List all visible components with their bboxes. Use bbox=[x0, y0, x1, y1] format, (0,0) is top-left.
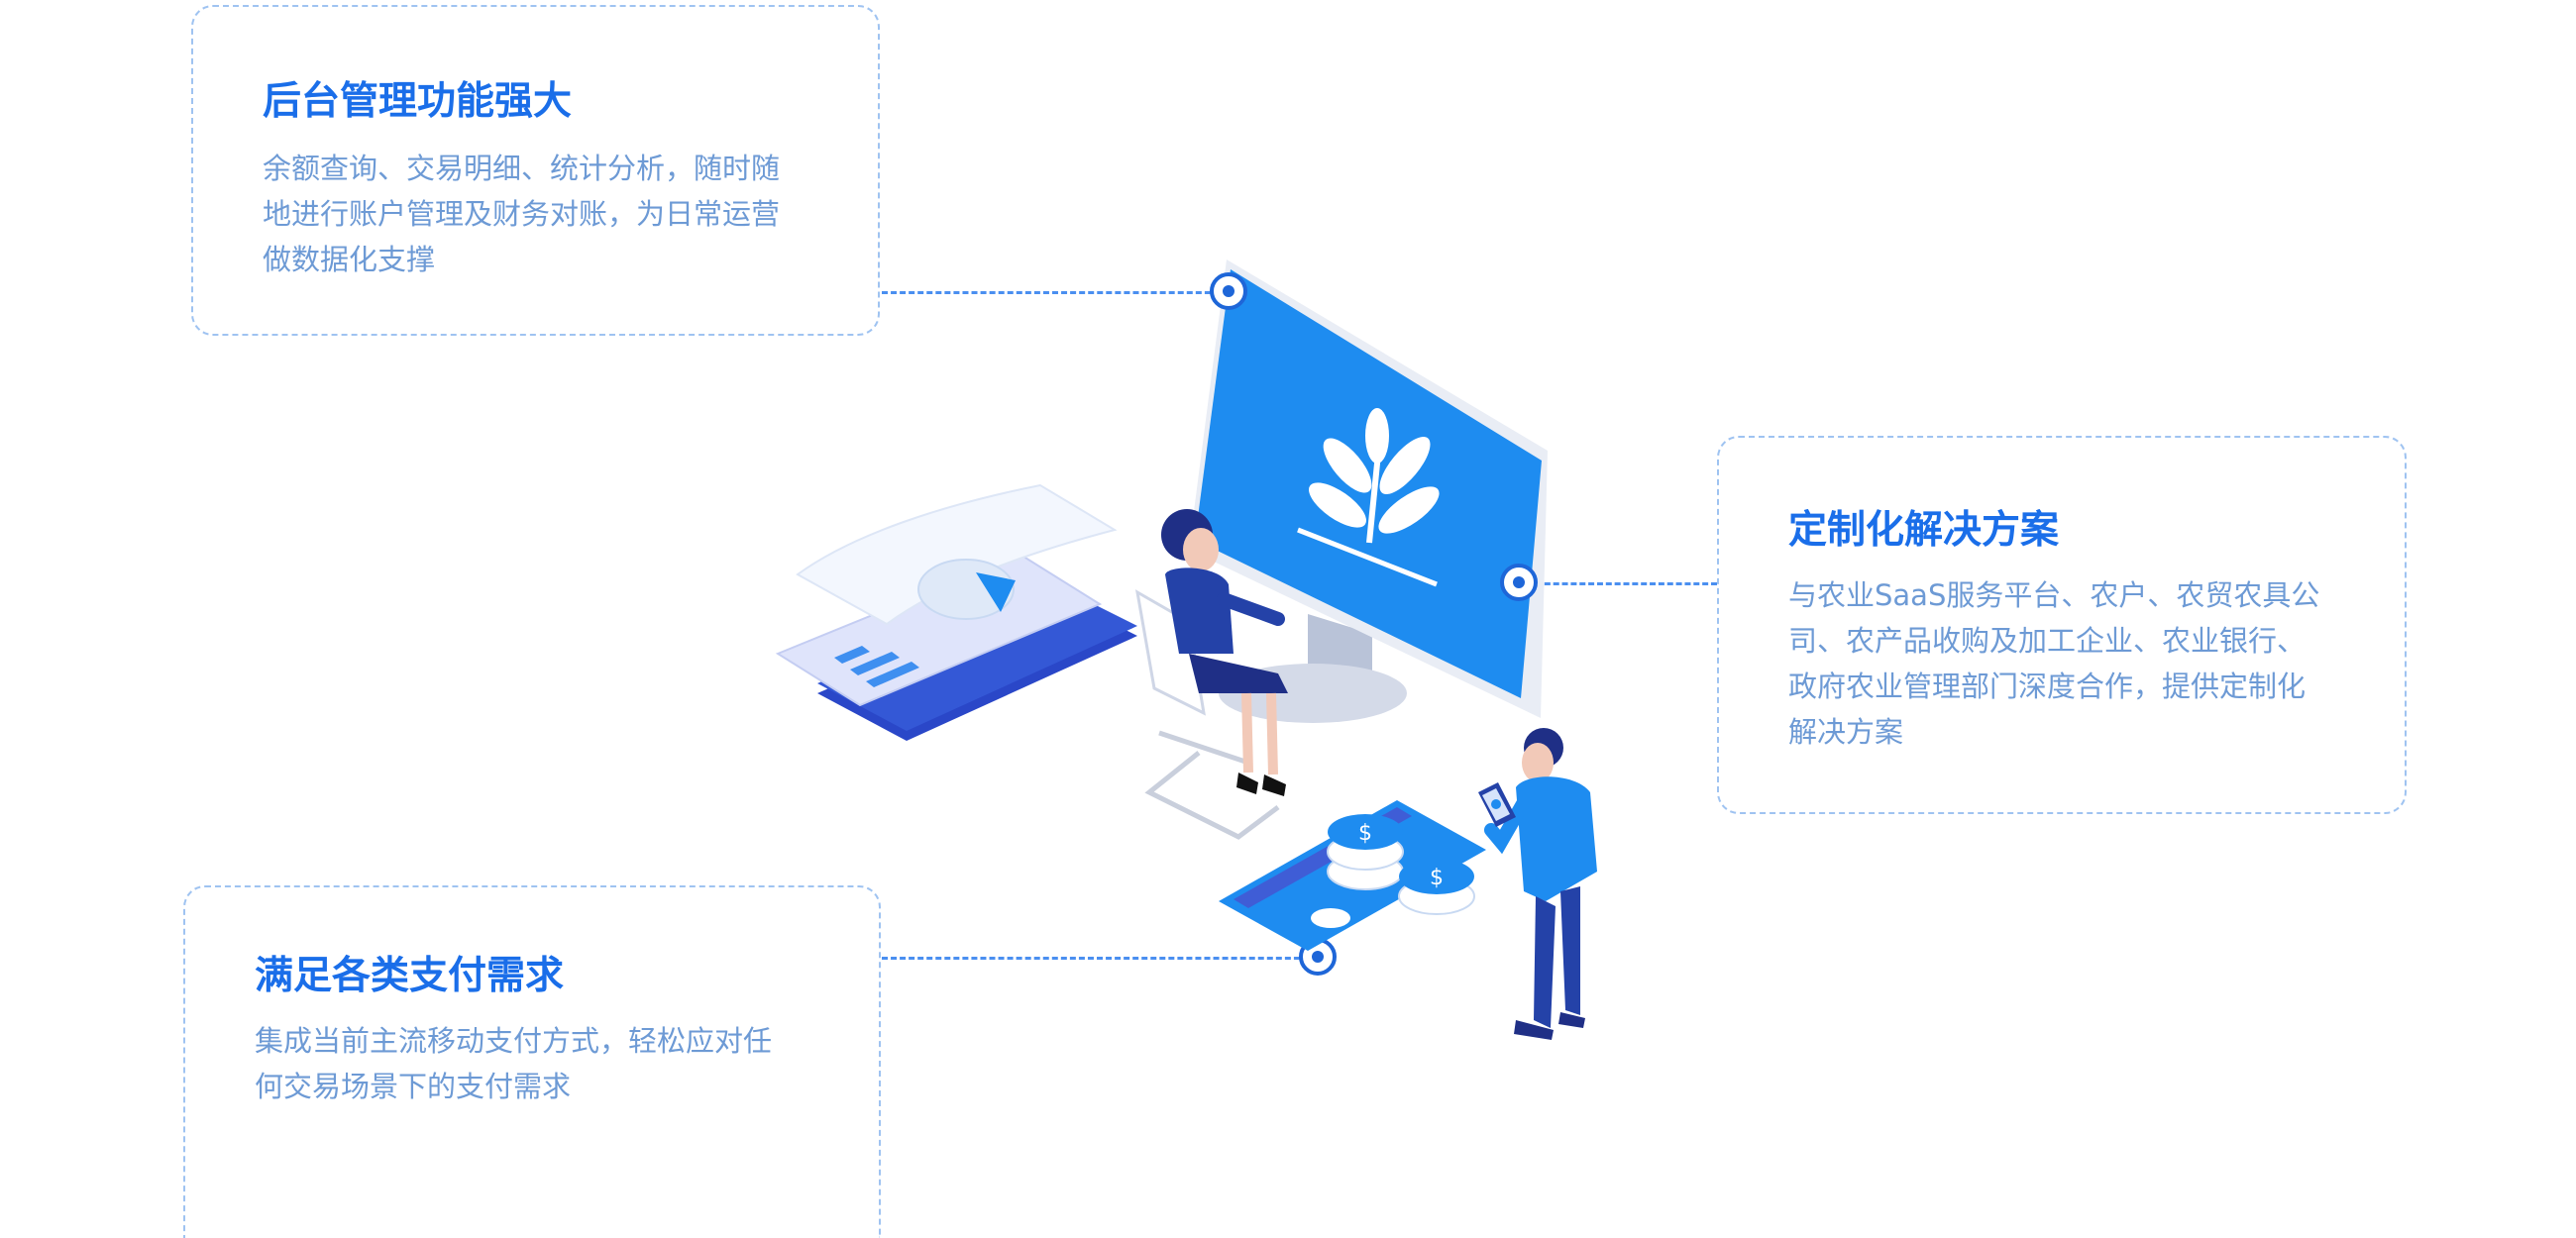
seated-woman-figure bbox=[1134, 509, 1288, 840]
svg-text:$: $ bbox=[1430, 866, 1444, 890]
card-desc-line: 余额查询、交易明细、统计分析，随时随 bbox=[263, 152, 781, 185]
card-desc-line: 地进行账户管理及财务对账，为日常运营 bbox=[263, 197, 781, 231]
feature-card-custom-solution: 定制化解决方案 与农业SaaS服务平台、农户、农贸农具公 司、农产品收购及加工企… bbox=[1717, 436, 2407, 814]
pie-chart-icon bbox=[917, 559, 1016, 620]
monitor-icon bbox=[1189, 259, 1548, 723]
coin-icon: $ bbox=[1327, 814, 1404, 890]
connector-dot-backend bbox=[1210, 272, 1247, 310]
plant-leaf-icon bbox=[1297, 408, 1440, 587]
standing-man-figure bbox=[1478, 728, 1597, 1040]
document-stack bbox=[775, 483, 1137, 741]
card-description: 与农业SaaS服务平台、农户、农贸农具公 司、农产品收购及加工企业、农业银行、 … bbox=[1788, 572, 2319, 755]
coin-icon: $ bbox=[1398, 859, 1475, 915]
card-desc-line: 解决方案 bbox=[1788, 715, 1904, 749]
card-desc-line: 与农业SaaS服务平台、农户、农贸农具公 bbox=[1788, 578, 2320, 612]
card-desc-line: 集成当前主流移动支付方式，轻松应对任 bbox=[255, 1024, 773, 1058]
card-description: 集成当前主流移动支付方式，轻松应对任 何交易场景下的支付需求 bbox=[255, 1018, 772, 1109]
card-desc-line: 司、农产品收购及加工企业、农业银行、 bbox=[1788, 624, 2307, 658]
tablet-icon bbox=[1478, 782, 1516, 827]
connector-line-backend bbox=[882, 291, 1229, 294]
feature-card-payment: 满足各类支付需求 集成当前主流移动支付方式，轻松应对任 何交易场景下的支付需求 bbox=[183, 885, 881, 1238]
card-desc-line: 政府农业管理部门深度合作，提供定制化 bbox=[1788, 670, 2307, 703]
card-description: 余额查询、交易明细、统计分析，随时随 地进行账户管理及财务对账，为日常运营 做数… bbox=[263, 146, 780, 282]
card-title: 定制化解决方案 bbox=[1788, 508, 2060, 553]
card-title: 满足各类支付需求 bbox=[255, 954, 565, 998]
feature-card-backend: 后台管理功能强大 余额查询、交易明细、统计分析，随时随 地进行账户管理及财务对账… bbox=[191, 5, 880, 336]
isometric-illustration: $ $ bbox=[775, 259, 1597, 1040]
connector-dot-custom bbox=[1500, 564, 1538, 601]
card-desc-line: 何交易场景下的支付需求 bbox=[255, 1070, 572, 1103]
card-title: 后台管理功能强大 bbox=[263, 79, 573, 124]
svg-text:$: $ bbox=[1358, 821, 1372, 846]
connector-line-payment bbox=[882, 957, 1318, 960]
connector-line-custom bbox=[1536, 582, 1717, 585]
card-desc-line: 做数据化支撑 bbox=[263, 243, 436, 276]
bar-chart-icon bbox=[834, 646, 919, 687]
